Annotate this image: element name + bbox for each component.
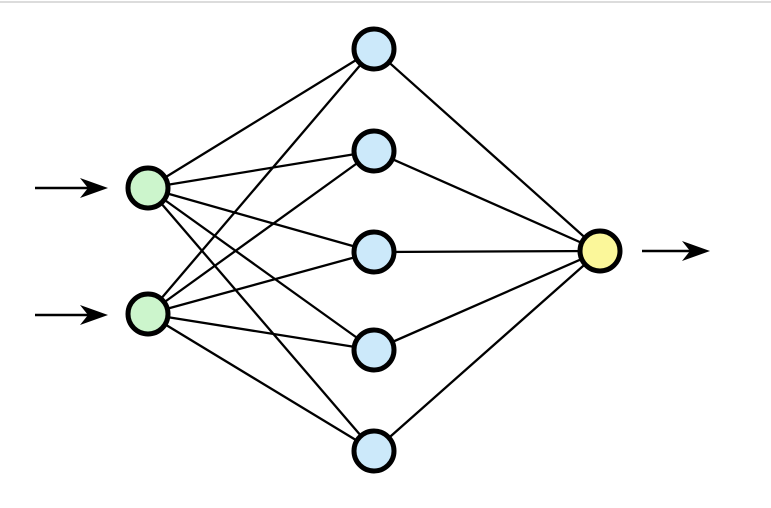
output-node bbox=[577, 228, 623, 274]
edge-input-to-hidden bbox=[147, 48, 375, 315]
edge-input-to-hidden bbox=[147, 48, 375, 189]
input-arrow-head bbox=[80, 178, 108, 198]
edge-input-to-hidden bbox=[147, 186, 375, 254]
edge-hidden-to-output bbox=[373, 249, 601, 352]
edge-input-to-hidden bbox=[147, 187, 375, 452]
input-node bbox=[125, 165, 171, 211]
edge-input-to-hidden bbox=[147, 313, 375, 452]
hidden-node bbox=[351, 26, 397, 72]
edge-hidden-to-output bbox=[373, 250, 601, 452]
edge-input-to-hidden bbox=[147, 312, 375, 352]
hidden-node bbox=[351, 229, 397, 275]
output-arrow-head bbox=[682, 241, 710, 261]
edge-hidden-to-output bbox=[373, 249, 601, 254]
hidden-node bbox=[351, 128, 397, 174]
edge-input-to-hidden bbox=[147, 150, 375, 315]
top-border-line bbox=[0, 1, 771, 3]
input-arrow-head bbox=[80, 305, 108, 325]
hidden-node bbox=[351, 428, 397, 474]
hidden-node bbox=[351, 327, 397, 373]
edge-hidden-to-output bbox=[373, 149, 601, 253]
edge-input-to-hidden bbox=[147, 187, 375, 351]
edge-input-to-hidden bbox=[147, 250, 375, 316]
input-node bbox=[125, 291, 171, 337]
edge-input-to-hidden bbox=[147, 149, 375, 190]
edge-hidden-to-output bbox=[373, 48, 601, 252]
